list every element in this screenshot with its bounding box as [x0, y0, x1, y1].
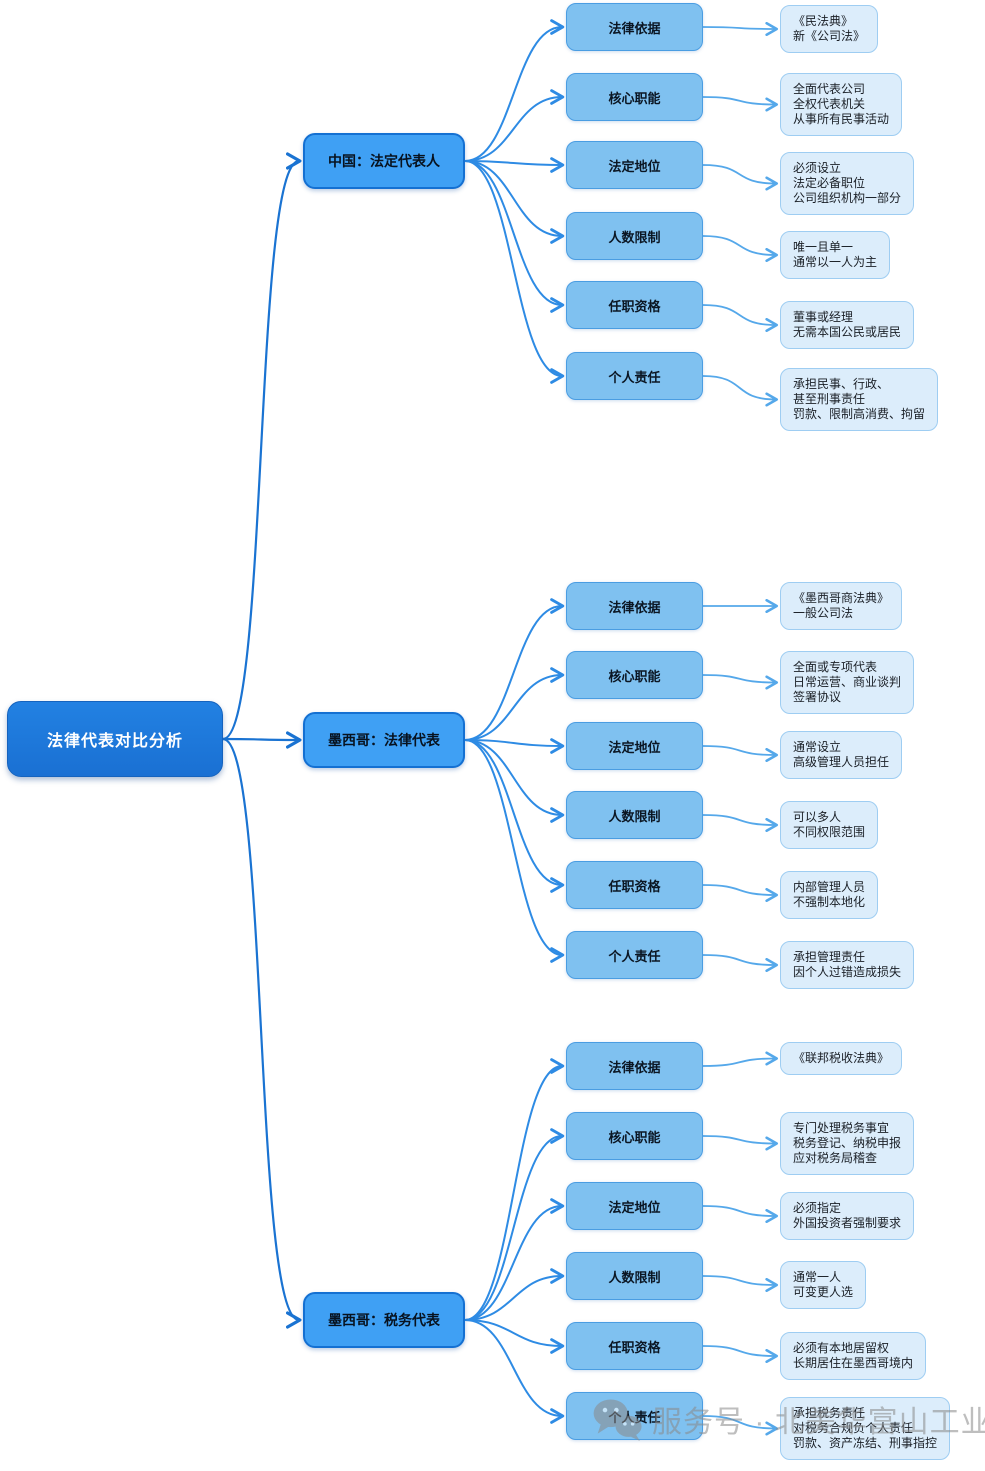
topic-node[interactable]: 人数限制 [566, 791, 703, 839]
connector [464, 667, 565, 741]
connector [464, 160, 565, 244]
topic-node[interactable]: 个人责任 [566, 1392, 703, 1440]
branch-node[interactable]: 墨西哥：法律代表 [303, 712, 465, 768]
connector [702, 954, 779, 973]
detail-node[interactable]: 全面或专项代表 日常运营、商业谈判 签署协议 [780, 651, 915, 714]
connector [702, 304, 779, 333]
detail-node[interactable]: 承担税务责任 对税务合规负个人责任 罚款、资产冻结、刑事指控 [780, 1397, 951, 1460]
connector [222, 152, 302, 741]
detail-node[interactable]: 必须指定 外国投资者强制要求 [780, 1192, 915, 1240]
connector [464, 739, 565, 893]
connector [464, 1319, 565, 1354]
connector [464, 160, 565, 384]
detail-node[interactable]: 必须有本地居留权 长期居住在墨西哥境内 [780, 1332, 927, 1380]
connector [702, 1051, 779, 1067]
topic-node[interactable]: 法律依据 [566, 1042, 703, 1090]
connector [464, 1198, 565, 1321]
root-node[interactable]: 法律代表对比分析 [7, 701, 223, 777]
connector [222, 731, 302, 749]
connector [464, 1268, 565, 1321]
connector [702, 1205, 779, 1224]
connector [702, 164, 779, 191]
connector [464, 739, 565, 823]
connector [464, 739, 565, 963]
connector [702, 745, 779, 763]
topic-node[interactable]: 个人责任 [566, 352, 703, 400]
topic-node[interactable]: 任职资格 [566, 861, 703, 909]
connector [464, 1058, 565, 1321]
connector [702, 375, 779, 407]
connector [464, 1128, 565, 1321]
connector [702, 1345, 779, 1364]
connector [702, 884, 779, 903]
detail-node[interactable]: 内部管理人员 不强制本地化 [780, 871, 879, 919]
branch-node[interactable]: 墨西哥：税务代表 [303, 1292, 465, 1348]
topic-node[interactable]: 人数限制 [566, 1252, 703, 1300]
topic-node[interactable]: 任职资格 [566, 1322, 703, 1370]
connector [464, 89, 565, 162]
topic-node[interactable]: 核心职能 [566, 73, 703, 121]
detail-node[interactable]: 《民法典》 新《公司法》 [780, 5, 879, 53]
connector [702, 1275, 779, 1293]
connector [464, 160, 565, 313]
detail-node[interactable]: 必须设立 法定必备职位 公司组织机构一部分 [780, 152, 915, 215]
branch-node[interactable]: 中国：法定代表人 [303, 133, 465, 189]
connector [702, 96, 779, 112]
topic-node[interactable]: 人数限制 [566, 212, 703, 260]
detail-node[interactable]: 可以多人 不同权限范围 [780, 801, 879, 849]
detail-node[interactable]: 专门处理税务事宜 税务登记、纳税申报 应对税务局稽查 [780, 1112, 915, 1175]
connector [222, 737, 302, 1329]
topic-node[interactable]: 法定地位 [566, 722, 703, 770]
topic-node[interactable]: 核心职能 [566, 651, 703, 699]
topic-node[interactable]: 核心职能 [566, 1112, 703, 1160]
topic-node[interactable]: 任职资格 [566, 281, 703, 329]
detail-node[interactable]: 承担民事、行政、 甚至刑事责任 罚款、限制高消费、拘留 [780, 368, 939, 431]
connector [464, 598, 565, 741]
connector [702, 21, 779, 37]
connector [464, 738, 565, 754]
topic-node[interactable]: 法律依据 [566, 3, 703, 51]
topic-node[interactable]: 法定地位 [566, 1182, 703, 1230]
connector [702, 1135, 779, 1151]
detail-node[interactable]: 《墨西哥商法典》 一般公司法 [780, 582, 903, 630]
topic-node[interactable]: 个人责任 [566, 931, 703, 979]
detail-node[interactable]: 唯一且单一 通常以一人为主 [780, 231, 891, 279]
detail-node[interactable]: 董事或经理 无需本国公民或居民 [780, 301, 915, 349]
connector [702, 235, 779, 263]
topic-node[interactable]: 法律依据 [566, 582, 703, 630]
connector [464, 157, 565, 173]
connector [702, 814, 779, 833]
connector [702, 1415, 779, 1436]
detail-node[interactable]: 全面代表公司 全权代表机关 从事所有民事活动 [780, 73, 903, 136]
detail-node[interactable]: 《联邦税收法典》 [780, 1042, 903, 1075]
connector [464, 1319, 565, 1424]
topic-node[interactable]: 法定地位 [566, 141, 703, 189]
connector [702, 674, 779, 690]
detail-node[interactable]: 承担管理责任 因个人过错造成损失 [780, 941, 915, 989]
detail-node[interactable]: 通常一人 可变更人选 [780, 1261, 867, 1309]
connector [464, 19, 565, 162]
detail-node[interactable]: 通常设立 高级管理人员担任 [780, 731, 903, 779]
